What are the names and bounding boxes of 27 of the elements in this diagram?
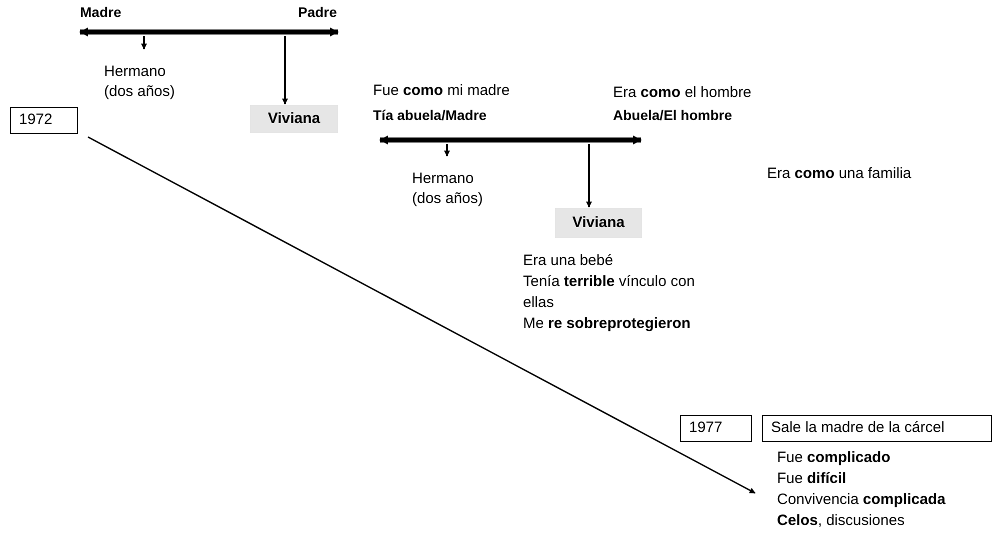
arrow bbox=[586, 144, 592, 208]
node-label: Hermano (dos años) bbox=[412, 157, 496, 207]
node-label: Madre bbox=[80, 2, 144, 22]
note-text: Era como el hombre bbox=[613, 83, 752, 103]
node-label: Abuela/El hombre bbox=[613, 105, 763, 125]
node-label: Padre bbox=[298, 2, 340, 22]
note-text: Fue complicado bbox=[777, 448, 892, 468]
name-box: Viviana bbox=[555, 208, 642, 238]
node-label: Tía abuela/Madre bbox=[373, 105, 523, 125]
arrow bbox=[444, 144, 450, 157]
name-box: Viviana bbox=[250, 105, 338, 133]
note-text: Convivencia complicada bbox=[777, 490, 946, 510]
note-text: Fue como mi madre bbox=[373, 81, 510, 101]
node-label: Hermano (dos años) bbox=[104, 50, 184, 104]
arrow bbox=[379, 136, 642, 144]
arrow bbox=[79, 28, 339, 36]
arrow bbox=[88, 136, 756, 494]
note-text: Era como una familia bbox=[767, 164, 912, 184]
text-box: 1977 bbox=[680, 415, 752, 442]
note-text: Fue difícil bbox=[777, 469, 848, 489]
note-text: Era una bebé bbox=[523, 251, 614, 271]
text-box: Sale la madre de la cárcel bbox=[762, 415, 992, 442]
arrow bbox=[141, 36, 147, 50]
note-text: Me re sobreprotegieron bbox=[523, 314, 692, 334]
text-box: 1972 bbox=[10, 107, 78, 134]
note-text: Celos, discusiones bbox=[777, 511, 906, 531]
arrow bbox=[282, 36, 288, 105]
